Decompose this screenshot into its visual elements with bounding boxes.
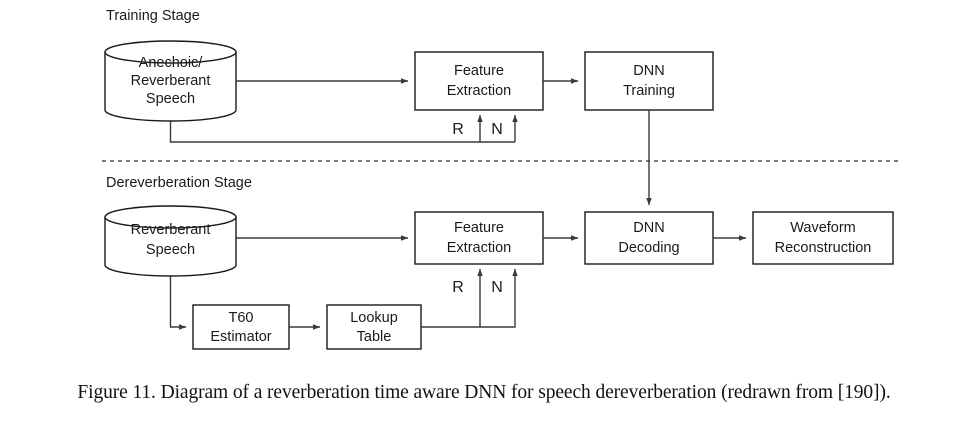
box-label-line-1: DNN bbox=[633, 63, 664, 79]
box-label-line-2: Training bbox=[623, 83, 675, 99]
edge-lookup-table-to-n-tap-dereverb bbox=[421, 268, 518, 328]
cylinder-label-line-1: Reverberant bbox=[131, 222, 211, 238]
tap-label-r-training: R bbox=[452, 121, 464, 138]
cylinder-label-line-2: Reverberant bbox=[131, 73, 211, 89]
cylinder-anechoic-reverberant-speech: Anechoic/ Reverberant Speech bbox=[104, 40, 237, 122]
tap-label-n-training: N bbox=[491, 121, 503, 138]
cylinder-label-line-2: Speech bbox=[146, 242, 195, 258]
box-label-line-1: Lookup bbox=[350, 310, 398, 326]
box-waveform-reconstruction: Waveform Reconstruction bbox=[752, 211, 894, 265]
box-label-line-2: Decoding bbox=[618, 240, 679, 256]
box-label-line-1: DNN bbox=[633, 220, 664, 236]
box-dnn-training: DNN Training bbox=[584, 51, 714, 111]
cylinder-label-line-1: Anechoic/ bbox=[139, 55, 204, 71]
box-label-line-1: Feature bbox=[454, 63, 504, 79]
cylinder-reverberant-speech: Reverberant Speech bbox=[104, 205, 237, 277]
box-label-line-2: Table bbox=[357, 329, 392, 345]
box-feature-extraction-training: Feature Extraction bbox=[414, 51, 544, 111]
cylinder-label-line-3: Speech bbox=[146, 91, 195, 107]
box-t60-estimator: T60 Estimator bbox=[192, 304, 290, 350]
stage-label-training: Training Stage bbox=[106, 8, 200, 24]
box-label-line-2: Extraction bbox=[447, 83, 511, 99]
edge-speech-to-r-tap-training bbox=[169, 114, 483, 143]
box-label-line-2: Extraction bbox=[447, 240, 511, 256]
box-lookup-table: Lookup Table bbox=[326, 304, 422, 350]
figure-caption: Figure 11. Diagram of a reverberation ti… bbox=[77, 382, 891, 403]
box-label-line-2: Estimator bbox=[210, 329, 271, 345]
box-dnn-decoding: DNN Decoding bbox=[584, 211, 714, 265]
box-label-line-1: Feature bbox=[454, 220, 504, 236]
box-label-line-2: Reconstruction bbox=[775, 240, 872, 256]
stage-label-dereverberation: Dereverberation Stage bbox=[106, 175, 252, 191]
edge-speech-to-t60-estimator bbox=[169, 276, 187, 330]
flowchart-diagram: Training Stage Anechoic/ Reverberant Spe… bbox=[102, 8, 902, 350]
box-label-line-1: T60 bbox=[229, 310, 254, 326]
tap-label-r-dereverb: R bbox=[452, 279, 464, 296]
tap-label-n-dereverb: N bbox=[491, 279, 503, 296]
box-feature-extraction-dereverb: Feature Extraction bbox=[414, 211, 544, 265]
box-label-line-1: Waveform bbox=[790, 220, 856, 236]
